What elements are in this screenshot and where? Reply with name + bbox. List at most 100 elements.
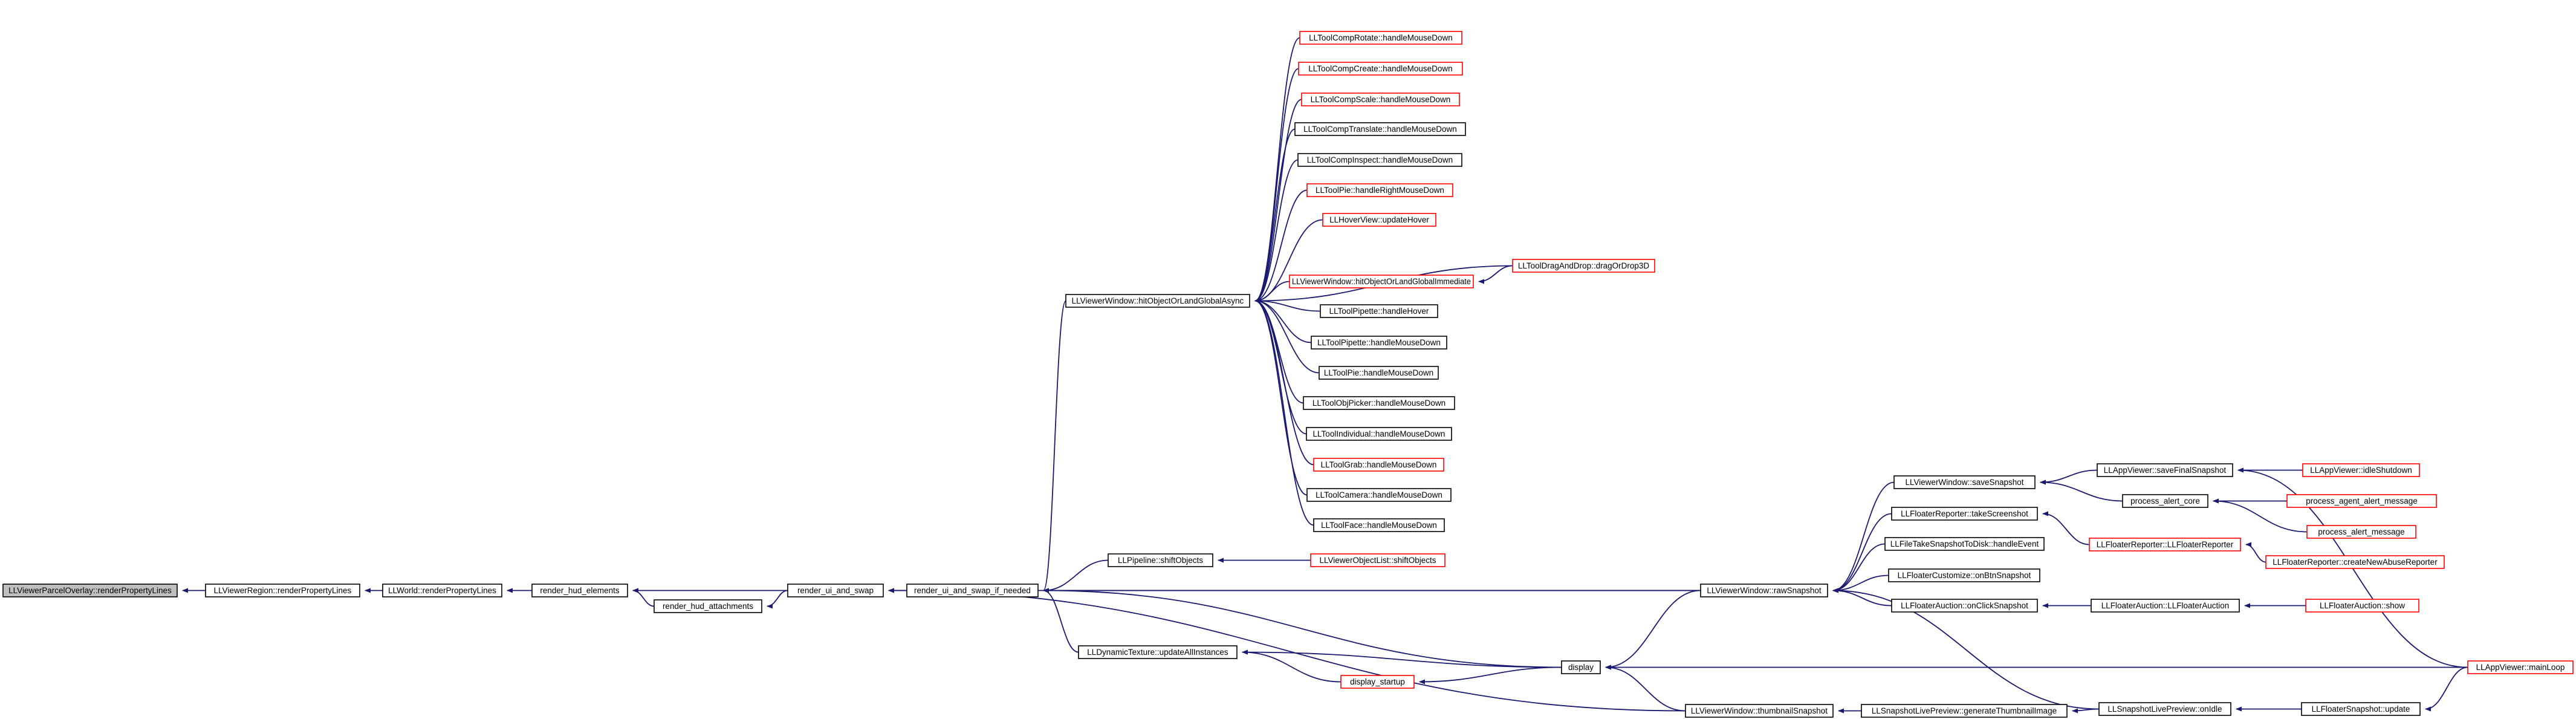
node-n2[interactable]: LLWorld::renderPropertyLines (382, 584, 502, 597)
node-box (1065, 294, 1250, 308)
edge-n10-n11 (1419, 666, 1562, 685)
node-box (1561, 660, 1601, 674)
node-box (1888, 568, 2040, 582)
node-label: render_ui_and_swap (797, 586, 874, 595)
node-n49[interactable]: LLAppViewer::mainLoop (2467, 660, 2574, 674)
node-n42[interactable]: LLFloaterAuction::LLFloaterAuction (2091, 599, 2240, 613)
edge-n33-n41 (2042, 511, 2090, 545)
node-label: LLHoverView::updateHover (1329, 215, 1429, 224)
node-label: LLViewerWindow::rawSnapshot (1707, 586, 1822, 595)
node-n22[interactable]: LLViewerWindow::hitObjectOrLandGlobalImm… (1289, 275, 1474, 288)
edge-n5-n13 (888, 588, 1686, 712)
node-n44[interactable]: LLAppViewer::idleShutdown (2302, 463, 2420, 477)
node-n3[interactable]: render_hud_elements (531, 584, 628, 597)
node-label: LLFloaterReporter::takeScreenshot (1901, 509, 2028, 518)
node-box (2097, 463, 2233, 477)
node-n27[interactable]: LLToolObjPicker::handleMouseDown (1303, 396, 1455, 410)
node-n45[interactable]: process_agent_alert_message (2286, 494, 2437, 508)
edge-n7-n18 (1254, 128, 1296, 304)
node-n39[interactable]: LLAppViewer::saveFinalSnapshot (2097, 463, 2233, 477)
node-n34[interactable]: LLFileTakeSnapshotToDisk::handleEvent (1884, 537, 2045, 551)
node-n10[interactable]: display_startup (1340, 675, 1415, 689)
node-box (1893, 475, 2036, 489)
node-n19[interactable]: LLToolCompInspect::handleMouseDown (1297, 153, 1462, 167)
node-box (1298, 62, 1463, 76)
node-box (2265, 555, 2445, 569)
node-n14[interactable]: LLViewerObjectList::shiftObjects (1310, 553, 1445, 567)
edge-n12-n38 (1832, 588, 2100, 710)
node-label: LLPipeline::shiftObjects (1118, 556, 1203, 565)
node-n15[interactable]: LLToolCompRotate::handleMouseDown (1299, 31, 1462, 45)
node-label: LLToolCompInspect::handleMouseDown (1307, 155, 1453, 164)
edge-n43-n49 (2425, 666, 2468, 712)
node-n16[interactable]: LLToolCompCreate::handleMouseDown (1298, 62, 1463, 76)
node-n36[interactable]: LLFloaterAuction::onClickSnapshot (1891, 599, 2038, 613)
node-n30[interactable]: LLToolCamera::handleMouseDown (1306, 488, 1452, 502)
node-label: render_hud_attachments (663, 602, 753, 611)
node-label: LLViewerWindow::hitObjectOrLandGlobalImm… (1292, 277, 1471, 286)
node-box (531, 584, 628, 597)
node-box (1294, 122, 1466, 136)
node-n41[interactable]: LLFloaterReporter::LLFloaterReporter (2089, 538, 2241, 551)
node-box (1297, 153, 1462, 167)
node-n7[interactable]: LLViewerWindow::hitObjectOrLandGlobalAsy… (1065, 294, 1250, 308)
node-label: LLFloaterAuction::LLFloaterAuction (2101, 601, 2230, 610)
edge-n4-n5 (767, 590, 788, 609)
node-n28[interactable]: LLToolIndividual::handleMouseDown (1306, 427, 1452, 441)
node-label: LLToolDragAndDrop::dragOrDrop3D (1518, 261, 1650, 270)
node-n21[interactable]: LLHoverView::updateHover (1322, 213, 1436, 227)
node-n17[interactable]: LLToolCompScale::handleMouseDown (1301, 93, 1460, 106)
node-label: LLFloaterAuction::onClickSnapshot (1901, 601, 2028, 610)
edge-n7-n17 (1254, 99, 1302, 304)
node-n35[interactable]: LLFloaterCustomize::onBtnSnapshot (1888, 568, 2040, 582)
node-n5[interactable]: render_ui_and_swap (787, 584, 884, 597)
edge-n6-n7 (1043, 300, 1066, 593)
node-n20[interactable]: LLToolPie::handleRightMouseDown (1306, 183, 1453, 197)
edge-n32-n39 (2040, 469, 2098, 485)
node-label: LLToolGrab::handleMouseDown (1321, 460, 1437, 469)
node-label: process_alert_core (2130, 496, 2200, 506)
edge-n6-n11 (1043, 588, 1562, 668)
node-n43[interactable]: LLFloaterSnapshot::update (2301, 702, 2421, 716)
node-box (2306, 525, 2416, 539)
node-n38[interactable]: LLSnapshotLivePreview::onIdle (2098, 702, 2231, 716)
node-n13[interactable]: LLViewerWindow::thumbnailSnapshot (1685, 704, 1834, 718)
node-n48[interactable]: LLFloaterAuction::show (2305, 599, 2419, 613)
node-box (205, 584, 360, 597)
edge-n12-n34 (1832, 543, 1886, 593)
node-box (1078, 645, 1238, 659)
node-n26[interactable]: LLToolPie::handleMouseDown (1319, 366, 1439, 380)
node-n29[interactable]: LLToolGrab::handleMouseDown (1313, 458, 1444, 472)
node-n37[interactable]: LLSnapshotLivePreview::generateThumbnail… (1861, 704, 2068, 718)
node-n12[interactable]: LLViewerWindow::rawSnapshot (1700, 584, 1828, 597)
node-n31[interactable]: LLToolFace::handleMouseDown (1313, 518, 1445, 532)
node-n4[interactable]: render_hud_attachments (654, 599, 762, 613)
node-n1[interactable]: LLViewerRegion::renderPropertyLines (205, 584, 360, 597)
node-box (2305, 599, 2419, 613)
node-n25[interactable]: LLToolPipette::handleMouseDown (1311, 336, 1447, 350)
edge-n9-n10 (1242, 649, 1342, 683)
node-n47[interactable]: LLFloaterReporter::createNewAbuseReporte… (2265, 555, 2445, 569)
node-n24[interactable]: LLToolPipette::handleHover (1320, 304, 1438, 318)
node-label: LLFileTakeSnapshotToDisk::handleEvent (1890, 539, 2039, 548)
node-label: LLToolFace::handleMouseDown (1321, 521, 1437, 530)
node-n8[interactable]: LLPipeline::shiftObjects (1108, 553, 1213, 567)
node-box (906, 584, 1039, 597)
node-n9[interactable]: LLDynamicTexture::updateAllInstances (1078, 645, 1238, 659)
node-box (1861, 704, 2068, 718)
node-box (2301, 702, 2421, 716)
node-n18[interactable]: LLToolCompTranslate::handleMouseDown (1294, 122, 1466, 136)
node-n46[interactable]: process_alert_message (2306, 525, 2416, 539)
node-label: LLToolPipette::handleMouseDown (1317, 338, 1441, 347)
node-n11[interactable]: display (1561, 660, 1601, 674)
edge-n40-n46 (2213, 498, 2308, 533)
node-n32[interactable]: LLViewerWindow::saveSnapshot (1893, 475, 2036, 489)
node-n40[interactable]: process_alert_core (2122, 494, 2208, 508)
node-box (2089, 538, 2241, 551)
node-box (1301, 93, 1460, 106)
node-n23[interactable]: LLToolDragAndDrop::dragOrDrop3D (1512, 259, 1655, 273)
node-label: LLAppViewer::mainLoop (2476, 663, 2565, 672)
node-n6[interactable]: render_ui_and_swap_if_needed (906, 584, 1039, 597)
node-n33[interactable]: LLFloaterReporter::takeScreenshot (1891, 507, 2038, 521)
node-label: LLViewerWindow::thumbnailSnapshot (1691, 706, 1828, 715)
